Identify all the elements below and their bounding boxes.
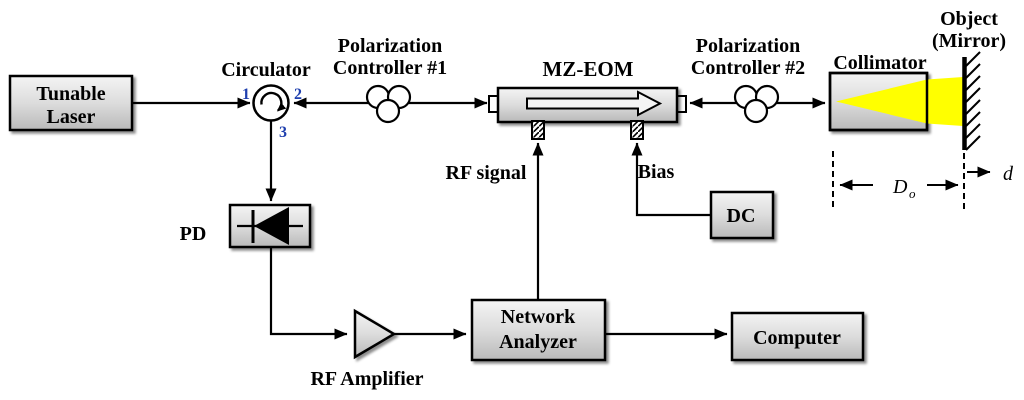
network-analyzer-label-line1: Network (501, 306, 576, 328)
wires (132, 97, 826, 340)
dc-box: DC (709, 190, 775, 240)
d-label: d (1003, 163, 1014, 185)
network-analyzer-box: Network Analyzer (470, 298, 607, 362)
circulator-port-1: 1 (242, 86, 250, 103)
collimator-rect-outline (828, 71, 929, 132)
rf-amplifier-symbol: RF Amplifier (310, 308, 424, 390)
rf-signal-label: RF signal (446, 162, 527, 184)
wire-pd-to-amplifier (269, 247, 348, 340)
mz-eom-electrodes (531, 120, 644, 140)
photodiode-icon (237, 207, 303, 245)
laser-beam (836, 77, 963, 126)
collimator-label: Collimator (833, 52, 926, 74)
tunable-laser-label-line1: Tunable (36, 83, 105, 105)
pd-label: PD (180, 223, 207, 245)
object-label-line1: Object (940, 8, 998, 30)
circulator-circle-icon (252, 84, 290, 122)
pc1-label-line1: Polarization (338, 35, 442, 57)
mz-eom-right-pigtail (676, 95, 687, 113)
mz-eom-waveguide-arrow-icon (526, 90, 663, 117)
bias-electrode-hatch (630, 120, 644, 140)
circulator-port-3: 3 (279, 124, 287, 141)
tunable-laser-label-line2: Laser (47, 106, 96, 128)
pc2-fiber-loops-icon (733, 84, 780, 124)
pc2-label-line1: Polarization (696, 35, 800, 57)
computer-rect (730, 311, 865, 362)
mirror-hatch (965, 51, 981, 151)
wire-bias (631, 142, 711, 217)
computer-box: Computer (730, 311, 865, 362)
rf-electrode-hatch (531, 120, 545, 140)
circulator-label: Circulator (221, 59, 311, 81)
mz-eom-box: MZ-EOM (488, 57, 687, 140)
dc-label: DC (727, 205, 756, 227)
circulator-symbol: Circulator 1 2 3 (221, 59, 311, 141)
rf-amplifier-label: RF Amplifier (310, 368, 423, 390)
circulator-rotation-arrow-icon (260, 91, 287, 112)
pd-box: PD (180, 203, 312, 249)
circulator-port-2: 2 (294, 86, 302, 103)
network-analyzer-rect (470, 298, 607, 362)
bias-label: Bias (638, 161, 675, 183)
object-mirror: Object (Mirror) (932, 8, 1006, 151)
mz-eom-left-pigtail (488, 95, 499, 113)
mz-eom-label: MZ-EOM (543, 57, 634, 81)
computer-label: Computer (753, 327, 841, 349)
object-label-line2: (Mirror) (932, 30, 1006, 52)
rf-amplifier-triangle-icon (353, 308, 397, 360)
network-analyzer-label-line2: Analyzer (499, 331, 577, 353)
collimator-box: Collimator (828, 52, 963, 132)
polarization-controller-2: Polarization Controller #2 (691, 35, 805, 124)
tunable-laser-box: Tunable Laser (8, 74, 134, 132)
polarization-controller-1: Polarization Controller #1 (333, 35, 447, 124)
tunable-laser-rect (8, 74, 134, 132)
pc1-fiber-loops-icon (365, 84, 412, 124)
pc2-label-line2: Controller #2 (691, 57, 805, 79)
dc-rect (709, 190, 775, 240)
pc1-label-line2: Controller #1 (333, 57, 447, 79)
